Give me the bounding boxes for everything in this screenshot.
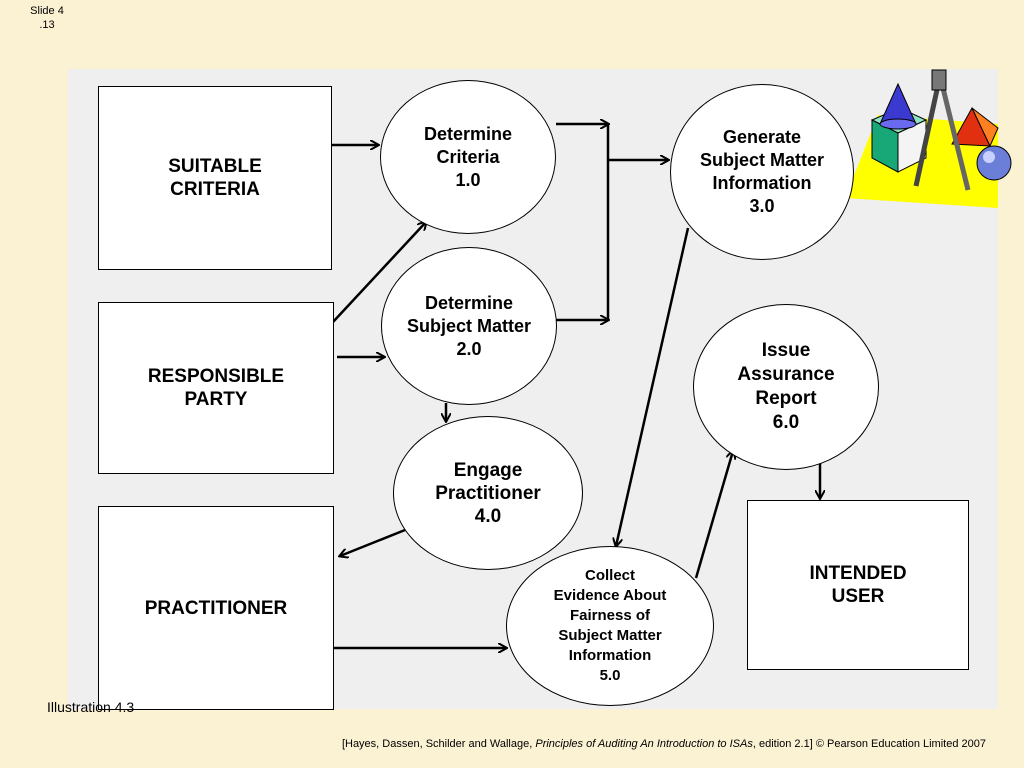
process-determine-criteria: Determine Criteria 1.0 [380, 80, 556, 234]
citation-suffix: , edition 2.1] © Pearson Education Limit… [752, 738, 986, 750]
geometry-clipart-icon [845, 69, 1012, 208]
process-generate-information: Generate Subject Matter Information 3.0 [670, 84, 854, 260]
citation-prefix: [Hayes, Dassen, Schilder and Wallage, [341, 738, 536, 750]
process-engage-practitioner: Engage Practitioner 4.0 [393, 416, 583, 570]
arrow-collect-to-issue [694, 451, 733, 579]
arrow-generate-to-collect [616, 227, 690, 546]
arrow-party-to-criteria [332, 222, 426, 323]
process-determine-subject-matter: Determine Subject Matter 2.0 [381, 247, 557, 405]
practitioner-box: PRACTITIONER [98, 506, 334, 710]
citation-title: Principles of Auditing An Introduction t… [535, 738, 753, 750]
arrow-engage-to-practitioner [340, 528, 406, 556]
intended-user-box: INTENDED USER [747, 500, 969, 670]
process-issue-report: Issue Assurance Report 6.0 [693, 304, 879, 470]
responsible-party-box: RESPONSIBLE PARTY [98, 302, 334, 474]
slide-number: Slide 4 .13 [30, 5, 64, 31]
process-collect-evidence: Collect Evidence About Fairness of Subje… [506, 546, 714, 706]
citation: [Hayes, Dassen, Schilder and Wallage, Pr… [342, 738, 986, 750]
suitable-criteria-box: SUITABLE CRITERIA [98, 86, 332, 270]
illustration-caption: Illustration 4.3 [47, 699, 135, 715]
